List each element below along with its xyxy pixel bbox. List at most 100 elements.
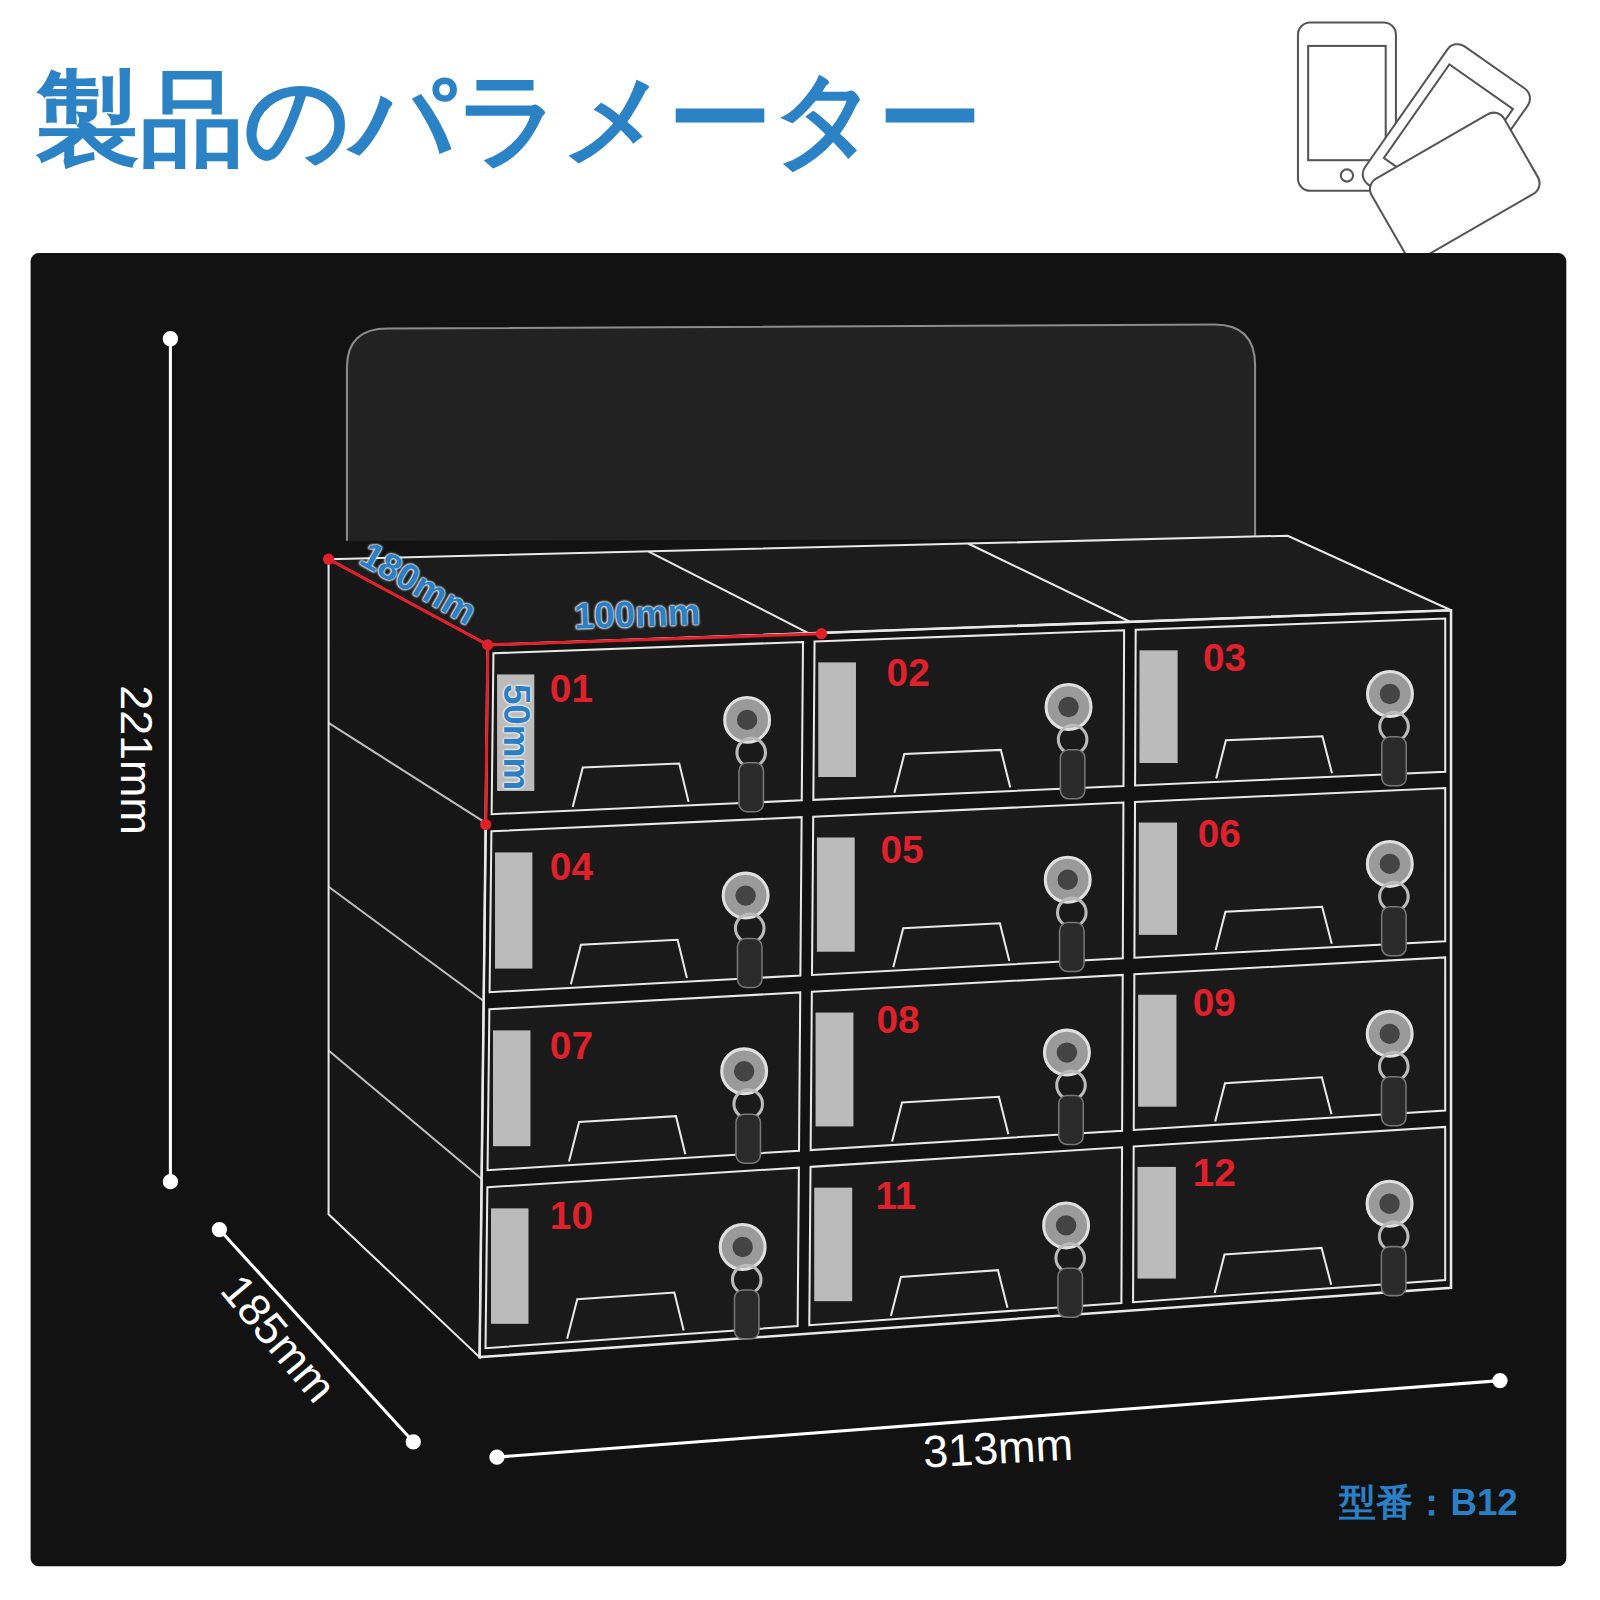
key <box>734 1290 758 1339</box>
locker-door <box>813 630 1124 800</box>
measure-line <box>488 634 822 645</box>
lock <box>1367 1011 1412 1056</box>
lock-core <box>1058 870 1078 890</box>
lock-core <box>735 885 755 905</box>
dimension-dot <box>213 1223 225 1235</box>
compartment-number: 11 <box>875 1177 916 1216</box>
measure-dot <box>484 641 492 649</box>
door-notch <box>891 1270 1008 1316</box>
locker-door <box>1135 619 1445 786</box>
phone-button <box>1341 169 1353 181</box>
lock-core <box>1056 1215 1076 1235</box>
measure-line <box>486 645 488 825</box>
dimension-label: 313mm <box>922 1423 1074 1476</box>
measure-dot <box>817 630 825 638</box>
key <box>1382 737 1406 786</box>
page-title: 製品のパラメーター <box>36 62 982 176</box>
hinge <box>1139 823 1177 935</box>
locker-door <box>1134 788 1445 958</box>
locker-door <box>811 975 1123 1150</box>
red-measure-lines <box>324 555 825 828</box>
key <box>736 1114 760 1163</box>
shelf-line <box>329 723 486 823</box>
door-notch <box>1215 1077 1331 1121</box>
compartment-number: 10 <box>550 1197 593 1236</box>
hinge <box>493 1030 530 1146</box>
hinge <box>817 837 855 951</box>
divider-line <box>968 544 1130 622</box>
locker-door <box>1134 957 1445 1130</box>
dimension-line <box>169 339 172 1182</box>
dimension-label: 50mm <box>498 684 535 790</box>
dimension-dot <box>407 1436 419 1448</box>
hinge <box>491 1208 529 1323</box>
dark-panel <box>31 253 1567 1566</box>
side-face <box>329 559 488 1357</box>
lock <box>725 697 770 742</box>
model-number: 型番：B12 <box>1339 1485 1517 1522</box>
front-face <box>480 610 1451 1357</box>
door-notch <box>571 940 687 984</box>
dimension-label: 185mm <box>212 1267 343 1410</box>
key <box>1060 750 1084 799</box>
compartment-number: 05 <box>880 831 923 870</box>
phone-outline <box>1366 108 1544 264</box>
hinge <box>495 852 532 968</box>
compartment-number: 07 <box>550 1027 593 1066</box>
door-outline <box>811 975 1123 1150</box>
lock <box>722 1049 767 1094</box>
key <box>1382 1077 1406 1126</box>
door-outline <box>1133 1127 1445 1302</box>
hinge <box>818 662 856 777</box>
dimension-dot <box>491 1451 503 1463</box>
lock <box>723 873 768 918</box>
door-notch <box>893 923 1009 967</box>
key <box>739 763 763 812</box>
lock-core <box>1380 854 1400 874</box>
dimension-lines <box>164 333 1506 1464</box>
lock-core <box>1380 684 1400 704</box>
dimension-label: 100mm <box>573 595 701 636</box>
dimension-dot <box>164 333 176 345</box>
door-notch <box>894 750 1010 793</box>
shelf-line <box>329 1051 482 1180</box>
locker-door <box>488 992 801 1170</box>
hinge <box>1139 650 1177 763</box>
dimension-dot <box>164 1176 176 1188</box>
hinge <box>497 674 534 790</box>
locker-door <box>1133 1127 1445 1302</box>
door-outline <box>492 642 803 814</box>
dimension-label: 180mm <box>354 536 482 631</box>
key <box>1060 923 1084 972</box>
key <box>1059 1095 1083 1144</box>
locker-door <box>486 1168 799 1349</box>
lock <box>720 1225 765 1270</box>
lock <box>1044 1203 1089 1248</box>
door-outline <box>490 817 802 992</box>
lock <box>1044 1030 1089 1075</box>
lock <box>1045 857 1090 902</box>
door-outline <box>486 1168 799 1349</box>
lock-core <box>1379 1194 1399 1214</box>
door-notch <box>573 764 689 807</box>
dimension-dot <box>1494 1374 1506 1386</box>
door-outline <box>812 803 1123 975</box>
door-outline <box>1134 957 1445 1130</box>
door-notch <box>567 1292 684 1338</box>
lock <box>1367 1181 1412 1226</box>
key <box>1382 907 1406 956</box>
door-notch <box>1215 1248 1332 1293</box>
door-outline <box>488 992 801 1170</box>
back-panel <box>347 324 1255 540</box>
lock <box>1046 684 1091 729</box>
compartment-number: 12 <box>1193 1154 1236 1193</box>
locker-door <box>809 1147 1122 1325</box>
lock-core <box>734 1061 754 1081</box>
lock-core <box>1057 1042 1077 1062</box>
locker-door <box>490 817 802 992</box>
compartment-number: 04 <box>550 848 593 887</box>
key <box>1381 1247 1405 1296</box>
